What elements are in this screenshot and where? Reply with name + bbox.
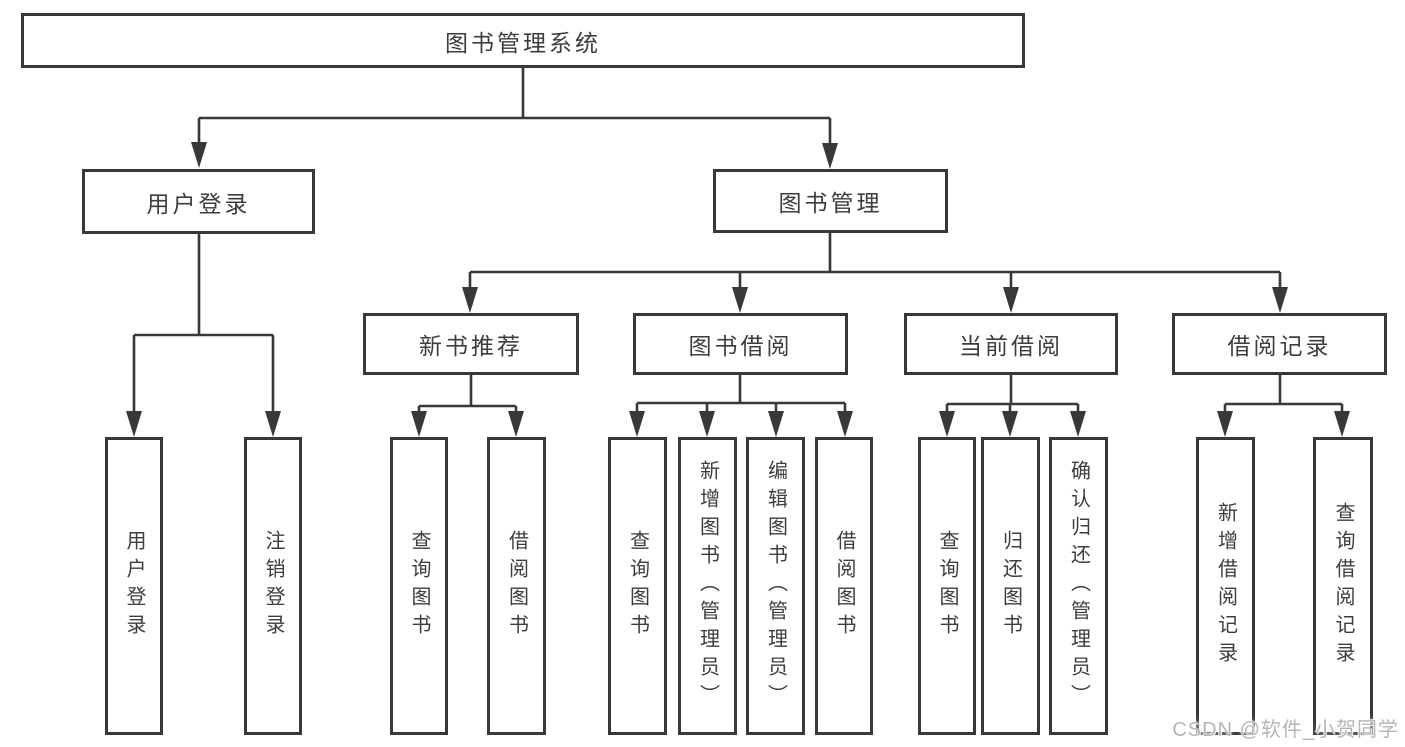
node-label: 归还图书 [999,530,1022,642]
node-book-management: 图书管理 [713,169,948,233]
node-book-borrowing: 图书借阅 [633,313,848,375]
leaf-confirm-return-admin: 确认归还（管理员） [1049,437,1108,735]
leaf-user-login: 用户登录 [105,437,163,735]
leaf-add-borrow-record: 新增借阅记录 [1196,437,1255,735]
leaf-borrow-books-borrowing: 借阅图书 [815,437,873,735]
node-user-login: 用户登录 [82,169,315,234]
csdn-watermark: CSDN @软件_小贺同学 [1172,719,1399,741]
node-label: 新增图书（管理员） [696,460,719,712]
node-label: 查询借阅记录 [1332,502,1354,670]
node-label: 查询图书 [936,530,958,642]
leaf-add-books-admin: 新增图书（管理员） [678,437,737,735]
node-library-management-system: 图书管理系统 [21,13,1025,68]
node-label: 图书管理系统 [445,29,601,56]
node-label: 确认归还（管理员） [1067,460,1090,712]
leaf-query-books-recommend: 查询图书 [390,437,448,735]
node-label: 编辑图书（管理员） [764,460,787,712]
node-label: 借阅图书 [833,530,855,642]
leaf-query-borrow-record: 查询借阅记录 [1313,437,1373,735]
node-label: 图书借阅 [688,333,793,359]
node-label: 新增借阅记录 [1214,502,1237,670]
node-label: 图书管理 [778,190,883,216]
node-label: 注销登录 [262,530,284,642]
node-label: 借阅图书 [505,530,528,642]
leaf-edit-books-admin: 编辑图书（管理员） [746,437,805,735]
node-label: 当前借阅 [959,333,1063,359]
leaf-return-books: 归还图书 [981,437,1040,735]
leaf-borrow-books-recommend: 借阅图书 [487,437,546,735]
leaf-query-books-current: 查询图书 [918,437,976,735]
node-new-book-recommend: 新书推荐 [363,313,579,375]
node-label: 用户登录 [123,530,145,642]
node-label: 查询图书 [626,530,649,642]
leaf-logout: 注销登录 [244,437,302,735]
node-label: 新书推荐 [419,333,523,359]
node-label: 借阅记录 [1227,333,1332,359]
node-label: 用户登录 [146,190,251,217]
node-label: 查询图书 [408,530,430,642]
leaf-query-books-borrowing: 查询图书 [608,437,667,735]
node-current-borrowing: 当前借阅 [904,313,1118,375]
node-borrowing-records: 借阅记录 [1172,313,1387,375]
